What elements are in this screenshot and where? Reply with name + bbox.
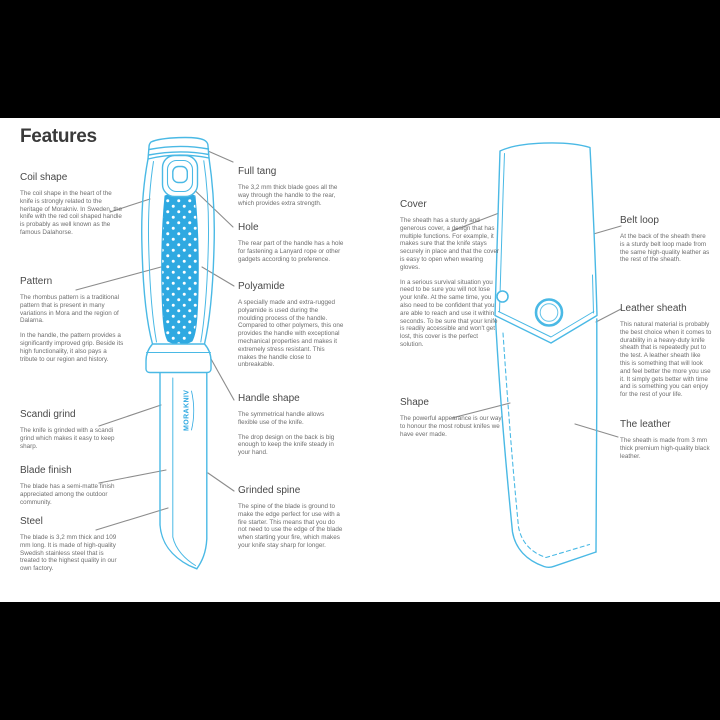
callout-grinded-spine — [207, 472, 235, 492]
bolster — [145, 343, 212, 374]
feature-description: A specially made and extra-rugged polyam… — [238, 299, 344, 369]
handle-left-inner — [147, 161, 157, 343]
feature-title: Cover — [400, 199, 427, 210]
feature-title: Polyamide — [238, 281, 285, 292]
feature-title: Full tang — [238, 166, 277, 177]
feature-description: In the handle, the pattern provides a si… — [20, 332, 124, 363]
feature-scandi-grind: Scandi grind The knife is grinded with a… — [20, 409, 124, 457]
feature-handle-shape: Handle shape The symmetrical handle allo… — [238, 393, 344, 464]
feature-description: The rear part of the handle has a hole f… — [238, 240, 344, 263]
feature-title: The leather — [620, 419, 671, 430]
page-title: Features — [20, 126, 97, 147]
callout-blade-finish — [98, 469, 167, 484]
feature-title: Scandi grind — [20, 409, 76, 420]
blade-spine — [196, 372, 208, 570]
feature-the-leather: The leather The sheath is made from 3 mm… — [620, 419, 712, 467]
feature-description: The powerful appearance is our way to ho… — [400, 415, 502, 438]
snap-button-inner — [539, 303, 559, 322]
sheath-illustration — [494, 142, 598, 568]
feature-title: Coil shape — [20, 172, 68, 183]
callout-belt-loop — [589, 225, 622, 236]
feature-title: Pattern — [20, 276, 53, 287]
callout-pattern — [75, 266, 162, 291]
feature-belt-loop: Belt loop At the back of the sheath ther… — [620, 215, 712, 271]
feature-description: The symmetrical handle allows flexible u… — [238, 411, 325, 426]
callout-scandi-grind — [98, 404, 162, 427]
feature-title: Steel — [20, 516, 43, 527]
callout-leather-sheath — [595, 308, 622, 323]
feature-description: The blade has a semi-matte finish apprec… — [20, 483, 115, 506]
page-content: Features — [0, 118, 720, 602]
blade-logo-swoosh — [191, 390, 195, 431]
feature-description: This natural material is probably the be… — [620, 321, 712, 399]
cover-chevron-line — [498, 311, 595, 338]
handle-left-outline — [141, 158, 154, 345]
feature-blade-finish: Blade finish The blade has a semi-matte … — [20, 465, 124, 513]
rhombus-pattern-panel — [161, 192, 199, 345]
feature-description: The rhombus pattern is a traditional pat… — [20, 294, 120, 325]
coil-line-2 — [147, 151, 210, 156]
feature-description: The spine of the blade is ground to make… — [238, 503, 343, 549]
sheath-body-right-edge — [595, 318, 598, 553]
feature-description: The drop design on the back is big enoug… — [238, 433, 335, 457]
feature-description: At the back of the sheath there is a stu… — [620, 233, 710, 264]
feature-title: Belt loop — [620, 215, 659, 226]
feature-title: Shape — [400, 397, 429, 408]
feature-shape: Shape The powerful appearance is our way… — [400, 397, 502, 445]
lanyard-hole-mid — [166, 159, 194, 193]
lanyard-hole — [172, 165, 189, 184]
feature-description: The knife is grinded with a scandi grind… — [20, 427, 115, 450]
feature-description: The sheath is made from 3 mm thick premi… — [620, 437, 710, 460]
feature-description: The blade is 3,2 mm thick and 109 mm lon… — [20, 534, 117, 573]
cover-rivet — [496, 290, 509, 303]
feature-coil-shape: Coil shape The coil shape in the heart o… — [20, 172, 124, 244]
blade-edge — [159, 372, 198, 570]
feature-description: The 3,2 mm thick blade goes all the way … — [238, 184, 338, 207]
sheath-cover — [494, 142, 598, 344]
feature-hole: Hole The rear part of the handle has a h… — [238, 222, 344, 270]
sheath-body-outline — [494, 318, 597, 568]
sheath-stitching — [502, 332, 591, 559]
blade-logo-group: MORAKNIV — [184, 390, 195, 431]
callout-steel — [95, 507, 169, 531]
handle-right-outline — [203, 157, 215, 345]
feature-steel: Steel The blade is 3,2 mm thick and 109 … — [20, 516, 124, 580]
illustrations: MORAKNIV — [75, 136, 622, 570]
feature-title: Handle shape — [238, 393, 300, 404]
feature-description: The coil shape in the heart of the knife… — [20, 190, 123, 236]
blade-grind-line — [172, 377, 196, 566]
feature-leather-sheath: Leather sheath This natural material is … — [620, 303, 712, 406]
feature-cover: Cover The sheath has a sturdy and genero… — [400, 199, 502, 356]
cover-right-inner-line — [592, 274, 594, 314]
feature-full-tang: Full tang The 3,2 mm thick blade goes al… — [238, 166, 344, 214]
feature-title: Blade finish — [20, 465, 72, 476]
feature-grinded-spine: Grinded spine The spine of the blade is … — [238, 485, 344, 557]
lanyard-hole-boss — [161, 154, 199, 198]
handle-right-inner — [200, 160, 210, 343]
coil-line-1 — [148, 145, 210, 151]
callout-shape — [451, 402, 511, 419]
feature-title: Hole — [238, 222, 259, 233]
feature-description: The sheath has a sturdy and generous cov… — [400, 217, 500, 271]
feature-title: Leather sheath — [620, 303, 687, 314]
feature-description: In a serious survival situation you need… — [400, 278, 498, 348]
feature-pattern: Pattern The rhombus pattern is a traditi… — [20, 276, 124, 370]
feature-title: Grinded spine — [238, 485, 301, 496]
knife-illustration: MORAKNIV — [141, 136, 215, 570]
blade-logo-text: MORAKNIV — [184, 390, 191, 431]
feature-polyamide: Polyamide A specially made and extra-rug… — [238, 281, 344, 376]
